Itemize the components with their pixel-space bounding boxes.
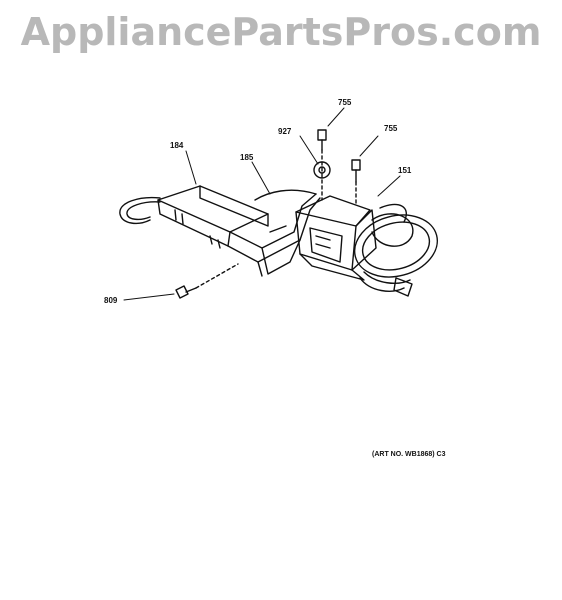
- part-label-809: 809: [104, 296, 118, 305]
- watermark-logo: AppliancePartsPros.com: [20, 10, 542, 54]
- bracket-184: [157, 185, 269, 233]
- part-label-927: 927: [278, 127, 292, 136]
- part-label-755-top: 755: [338, 98, 352, 107]
- part-label-755-right: 755: [384, 124, 398, 133]
- part-label-184: 184: [170, 141, 184, 150]
- part-label-185: 185: [240, 153, 254, 162]
- art-number: (ART NO. WB1868) C3: [372, 451, 446, 458]
- hook: [119, 196, 161, 225]
- part-label-151: 151: [398, 166, 412, 175]
- motor-151: [295, 195, 371, 227]
